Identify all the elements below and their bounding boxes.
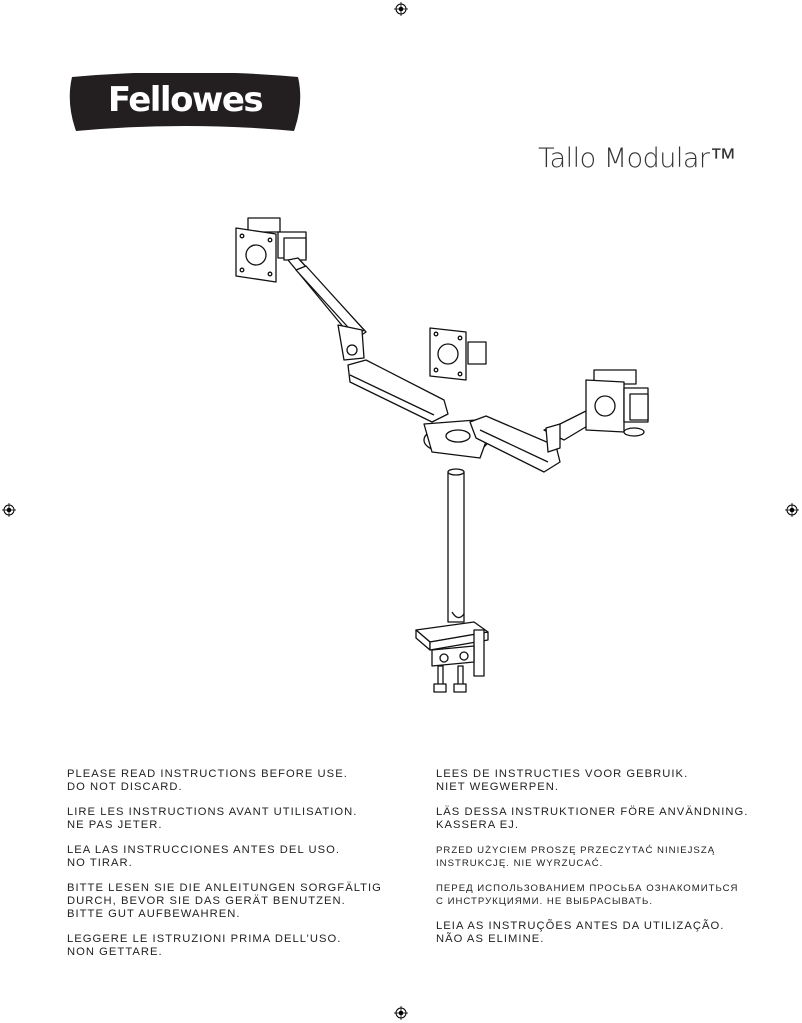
instructions-right-column: LEES DE INSTRUCTIES VOOR GEBRUIK. NIET W… (436, 768, 776, 958)
registration-mark-bottom (394, 1006, 408, 1020)
instruction-it: LEGGERE LE ISTRUZIONI PRIMA DELL’USO. NO… (67, 933, 342, 958)
registration-mark-top (394, 2, 408, 16)
instruction-sv: LÄS DESSA INSTRUKTIONER FÖRE ANVÄNDNING.… (436, 806, 749, 831)
instruction-fr: LIRE LES INSTRUCTIONS AVANT UTILISATION.… (67, 806, 358, 831)
instruction-en: PLEASE READ INSTRUCTIONS BEFORE USE. DO … (67, 768, 348, 793)
instruction-nl: LEES DE INSTRUCTIES VOOR GEBRUIK. NIET W… (436, 768, 689, 793)
product-title: Tallo Modular™ (538, 143, 736, 174)
brand-logo: Fellowes (66, 72, 304, 133)
logo-badge (69, 72, 301, 131)
instructions-left-column: PLEASE READ INSTRUCTIONS BEFORE USE. DO … (67, 768, 407, 971)
vesa-plate-right (585, 369, 649, 437)
registration-mark-left (2, 503, 16, 517)
instruction-pt: LEIA AS INSTRUÇÕES ANTES DA UTILIZAÇÃO. … (436, 920, 725, 945)
vesa-plate-left (235, 217, 307, 283)
instruction-pl: PRZED UŻYCIEM PROSZĘ PRZECZYTAĆ NINIEJSZ… (436, 845, 716, 869)
instruction-ru: ПЕРЕД ИСПОЛЬЗОВАНИЕМ ПРОСЬБА ОЗНАКОМИТЬС… (436, 883, 739, 907)
instruction-de: BITTE LESEN SIE DIE ANLEITUNGEN SORGFÄLT… (67, 882, 382, 920)
monitor-arm-illustration (235, 217, 649, 693)
logo-wordmark: Fellowes (107, 80, 264, 120)
registration-mark-right (785, 503, 799, 517)
vesa-plate-center (429, 327, 487, 381)
instruction-es: LEA LAS INSTRUCCIONES ANTES DEL USO. NO … (67, 844, 341, 869)
